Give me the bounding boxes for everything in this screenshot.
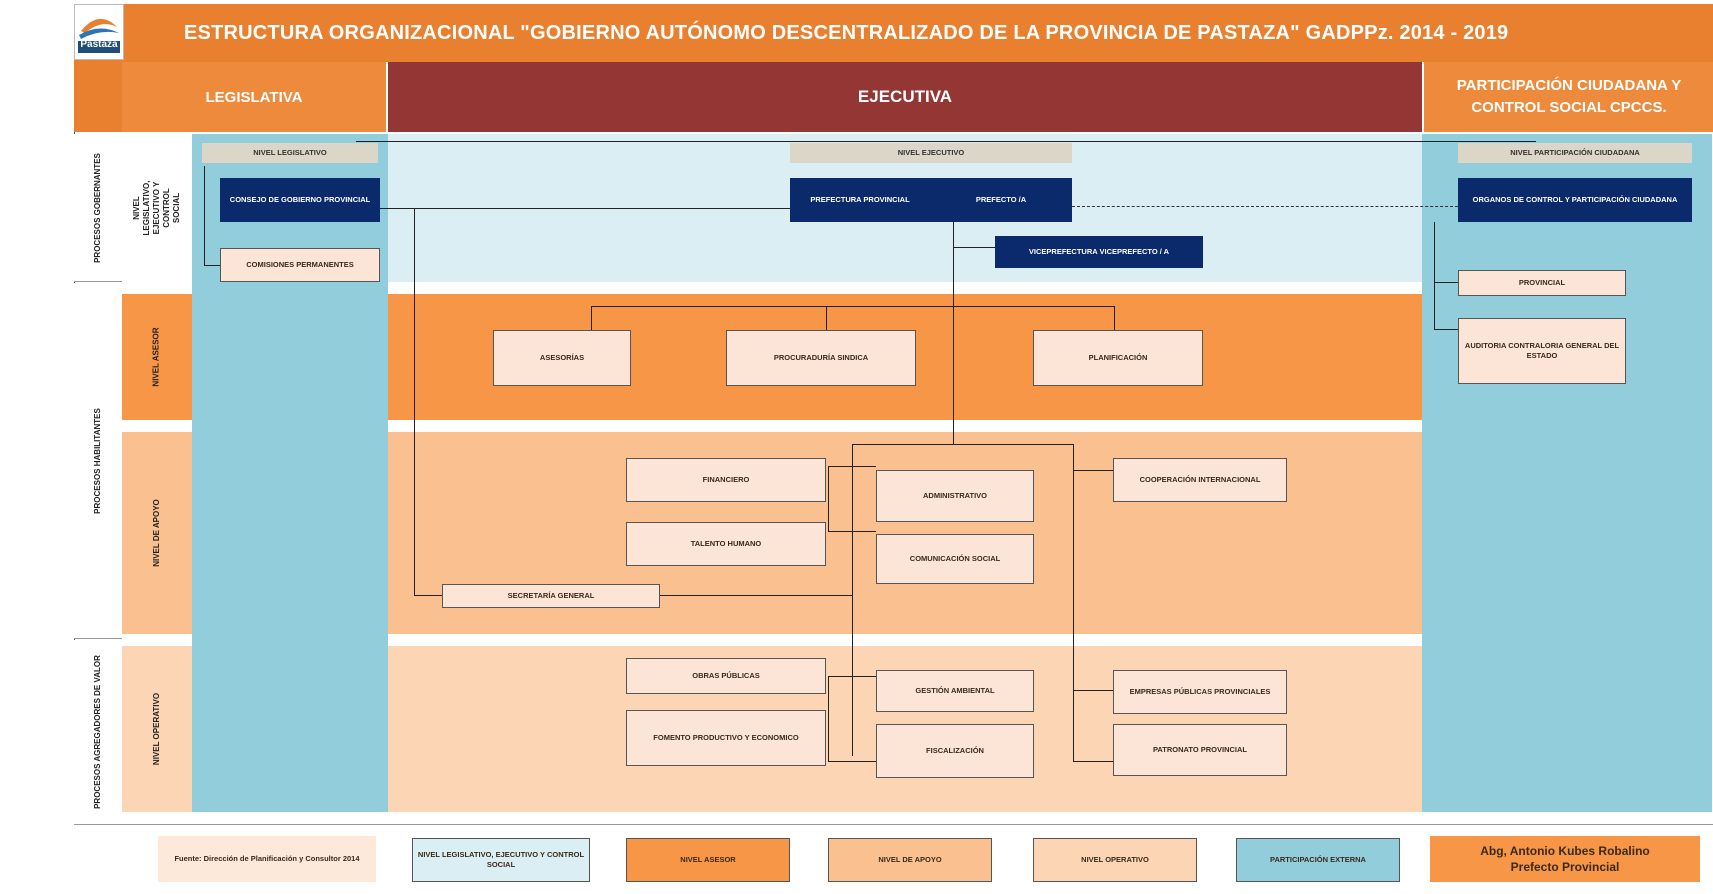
asesorias-drop	[591, 306, 592, 330]
support-left-bracket	[828, 466, 829, 532]
comisiones-connector	[204, 265, 220, 266]
box-fomento: FOMENTO PRODUCTIVO Y ECONOMICO	[626, 710, 826, 766]
top-connector-line	[356, 141, 1536, 142]
logo	[74, 4, 124, 60]
main-vertical-line	[953, 222, 954, 444]
box-provincial: PROVINCIAL	[1458, 270, 1626, 296]
title-bar	[74, 4, 1713, 62]
to-admin-top	[828, 466, 876, 467]
header-participacion: PARTICIPACIÓN CIUDADANA Y CONTROL SOCIAL…	[1424, 62, 1713, 132]
legend-nivel-legislativo: NIVEL LEGISLATIVO, EJECUTIVO Y CONTROL S…	[412, 838, 590, 882]
box-procuraduria: PROCURADURÍA SINDICA	[726, 330, 916, 386]
apoyo-top-line	[852, 444, 1074, 445]
vice-connector	[953, 247, 995, 248]
asesor-horizontal-line	[591, 306, 1115, 307]
oper-left-bracket	[828, 676, 829, 762]
legend-fuente: Fuente: Dirección de Planificación y Con…	[158, 836, 376, 882]
level-label-operativo: NIVEL OPERATIVO	[122, 646, 192, 812]
to-gestion	[828, 676, 876, 677]
signature-title: Prefecto Provincial	[1510, 860, 1620, 874]
empresas-line	[1073, 690, 1113, 691]
tag-nivel-legislativo: NIVEL LEGISLATIVO	[202, 143, 378, 163]
secretaria-line	[660, 595, 853, 596]
box-secretaria: SECRETARÍA GENERAL	[442, 584, 660, 608]
row-label-gobernantes: PROCESOS GOBERNANTES	[74, 134, 122, 282]
cooperacion-line	[1073, 470, 1113, 471]
box-patronato: PATRONATO PROVINCIAL	[1113, 724, 1287, 776]
row-label-habilitantes: PROCESOS HABILITANTES	[74, 283, 122, 639]
page-title: ESTRUCTURA ORGANIZACIONAL "GOBIERNO AUTÓ…	[184, 22, 1509, 44]
level-label-legislativo: NIVEL LEGISLATIVO, EJECUTIVO Y CONTROL S…	[122, 134, 192, 282]
header-ejecutiva: EJECUTIVA	[388, 62, 1422, 132]
box-viceprefectura: VICEPREFECTURA VICEPREFECTO / A	[995, 236, 1203, 268]
to-fiscalizacion	[828, 761, 876, 762]
signature-name: Abg, Antonio Kubes Robalino	[1480, 844, 1650, 858]
planificacion-drop	[1114, 306, 1115, 330]
provincial-connector	[1434, 282, 1458, 283]
auditoria-connector	[1434, 329, 1458, 330]
box-financiero: FINANCIERO	[626, 458, 826, 502]
box-organos: ORGANOS DE CONTROL Y PARTICIPACIÓN CIUDA…	[1458, 178, 1692, 222]
participacion-column	[1422, 134, 1712, 812]
right-trunk-line	[1073, 444, 1074, 762]
signature-block: Abg, Antonio Kubes Robalino Prefecto Pro…	[1430, 836, 1700, 882]
box-administrativo: ADMINISTRATIVO	[876, 470, 1034, 522]
box-planificacion: PLANIFICACIÓN	[1033, 330, 1203, 386]
legend-participacion-externa: PARTICIPACIÓN EXTERNA	[1236, 838, 1400, 882]
header-corner	[74, 62, 122, 132]
box-talento: TALENTO HUMANO	[626, 522, 826, 566]
row-label-agregadores: PROCESOS AGREGADORES DE VALOR	[74, 640, 122, 824]
box-comunicacion: COMUNICACIÓN SOCIAL	[876, 534, 1034, 584]
left-trunk-line	[852, 444, 853, 756]
leg-vertical-line	[204, 166, 205, 266]
tag-nivel-participacion: NIVEL PARTICIPACIÓN CIUDADANA	[1458, 143, 1692, 163]
box-gestion: GESTIÓN AMBIENTAL	[876, 670, 1034, 712]
box-prefecto: PREFECTO /A	[930, 178, 1072, 222]
part-vertical-line	[1434, 222, 1435, 330]
box-asesorias: ASESORÍAS	[493, 330, 631, 386]
box-comisiones: COMISIONES PERMANENTES	[220, 248, 380, 282]
legend-nivel-operativo: NIVEL OPERATIVO	[1033, 838, 1197, 882]
box-cooperacion: COOPERACIÓN INTERNACIONAL	[1113, 458, 1287, 502]
procuraduria-drop	[826, 306, 827, 330]
legend-nivel-asesor: NIVEL ASESOR	[626, 838, 790, 882]
box-empresas: EMPRESAS PÚBLICAS PROVINCIALES	[1113, 670, 1287, 714]
patronato-line	[1073, 761, 1113, 762]
box-consejo: CONSEJO DE GOBIERNO PROVINCIAL	[220, 178, 380, 222]
level-label-asesor: NIVEL ASESOR	[122, 294, 192, 420]
logo-text: Pastaza	[80, 39, 118, 50]
box-obras: OBRAS PÚBLICAS	[626, 658, 826, 694]
dashed-participacion-line	[1072, 206, 1458, 207]
box-fiscalizacion: FISCALIZACIÓN	[876, 724, 1034, 778]
box-auditoria: AUDITORIA CONTRALORIA GENERAL DEL ESTADO	[1458, 318, 1626, 384]
to-com-top	[828, 531, 876, 532]
consejo-prefectura-line	[380, 208, 790, 209]
secretaria-entry-line	[414, 595, 442, 596]
header-legislativa: LEGISLATIVA	[122, 62, 386, 132]
box-prefectura: PREFECTURA PROVINCIAL	[790, 178, 930, 222]
level-label-apoyo: NIVEL DE APOYO	[122, 432, 192, 634]
legislativa-column	[192, 134, 388, 812]
tag-nivel-ejecutivo: NIVEL EJECUTIVO	[790, 143, 1072, 163]
legend-nivel-apoyo: NIVEL DE APOYO	[828, 838, 992, 882]
consejo-secretaria-line	[414, 208, 415, 595]
